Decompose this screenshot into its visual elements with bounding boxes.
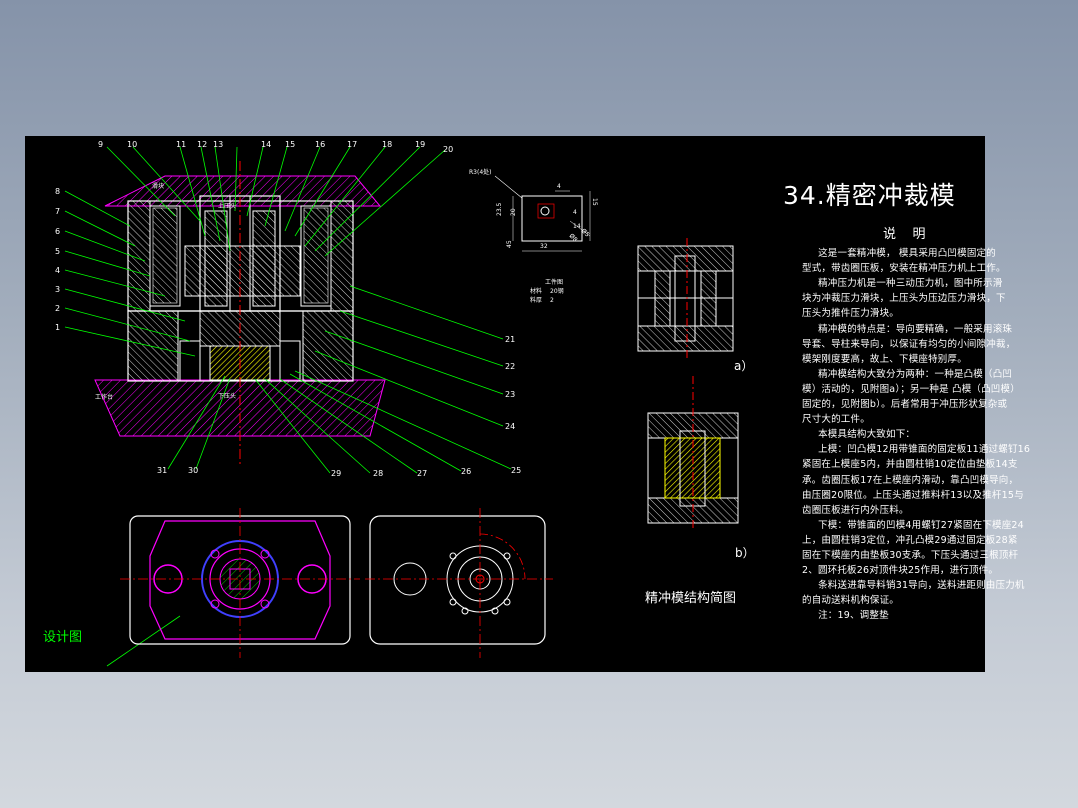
description-line: 精冲压力机是一种三动压力机，图中所示滑 xyxy=(802,278,1003,290)
part-num-14: 14 xyxy=(261,140,271,149)
part-num-24: 24 xyxy=(505,422,515,431)
dim-4b: 4 xyxy=(573,209,577,216)
description-line: 尺寸大的工件。 xyxy=(802,414,870,426)
section-heading: 说 明 xyxy=(883,227,926,242)
part-num-10: 10 xyxy=(127,140,137,149)
material-value: 20钢 xyxy=(550,287,564,295)
part-num-13: 13 xyxy=(213,140,223,149)
part-num-28: 28 xyxy=(373,469,383,478)
description-line: 本模具结构大致如下： xyxy=(802,429,916,441)
cad-drawing: 9 10 11 12 13 14 15 16 17 18 19 20 8 7 6… xyxy=(43,140,755,667)
description-line: 的自动送料机构保证。 xyxy=(802,595,900,607)
part-num-5: 5 xyxy=(55,247,60,256)
design-label: 设计图 xyxy=(43,630,82,645)
dim-20: 20 xyxy=(510,208,517,216)
dim-23-5: 23.5 xyxy=(496,202,503,216)
description-line: 上模：凹凸模12用带锥面的固定板11通过螺钉16 xyxy=(802,444,1031,456)
part-num-11: 11 xyxy=(176,140,186,149)
part-num-9: 9 xyxy=(98,140,103,149)
description-line: 压头为推件压力滑块。 xyxy=(802,308,900,320)
part-num-23: 23 xyxy=(505,390,515,399)
tag-upper-plate: 滑块 xyxy=(152,182,164,190)
part-num-7: 7 xyxy=(55,207,60,216)
part-num-31: 31 xyxy=(157,466,167,475)
part-num-21: 21 xyxy=(505,335,515,344)
workpiece-title: 工件图 xyxy=(545,278,563,286)
simple-diagram-caption: 精冲模结构简图 xyxy=(645,590,736,606)
part-num-2: 2 xyxy=(55,304,60,313)
part-num-18: 18 xyxy=(382,140,392,149)
dim-phi8: Ø8 xyxy=(568,232,579,243)
part-num-19: 19 xyxy=(415,140,425,149)
plan-view-upper xyxy=(120,508,360,658)
description-line: 上，由圆柱销3定位，冲孔凸模29通过固定板28紧 xyxy=(802,534,1018,546)
part-num-8: 8 xyxy=(55,187,60,196)
dim-phi5: Ø5 xyxy=(580,227,591,238)
tag-lower-head: 下压头 xyxy=(218,392,236,400)
description-line: 固定的，见附图b）。后者常用于冲压形状复杂或 xyxy=(802,399,1008,410)
part-num-3: 3 xyxy=(55,285,60,294)
dim-45: 45 xyxy=(506,240,513,248)
description-line: 型式，带齿圈压板，安装在精冲压力机上工作。 xyxy=(802,263,1006,275)
part-num-17: 17 xyxy=(347,140,357,149)
part-num-30: 30 xyxy=(188,466,198,475)
figure-b-label: b） xyxy=(735,546,755,560)
part-num-15: 15 xyxy=(285,140,295,149)
part-num-20: 20 xyxy=(443,145,453,154)
tag-lower-plate: 工作台 xyxy=(95,393,113,401)
plan-view-lower xyxy=(365,508,553,658)
figure-a-label: a） xyxy=(734,359,753,373)
part-num-12: 12 xyxy=(197,140,207,149)
workpiece-dimensions: R3(4处) 4 4 15 23.5 20 14 32 45 Ø5 Ø8 xyxy=(469,168,598,250)
part-num-6: 6 xyxy=(55,227,60,236)
material-key: 材料 xyxy=(530,287,542,295)
description-line: 由压圈20限位。上压头通过推料杆13以及推杆15与 xyxy=(802,489,1024,501)
tag-upper-head: 上压头 xyxy=(218,202,236,210)
dim-radius: R3(4处) xyxy=(469,168,492,176)
part-num-26: 26 xyxy=(461,467,471,476)
description-line: 固在下模座内由垫板30支承。下压头通过三根顶杆 xyxy=(802,550,1019,561)
part-num-22: 22 xyxy=(505,362,515,371)
leader-lines xyxy=(64,146,512,667)
dim-15: 15 xyxy=(591,198,598,206)
description-line: 模架刚度要高，故上、下模座特别厚。 xyxy=(802,353,967,365)
part-num-16: 16 xyxy=(315,140,325,149)
description-line: 这是一套精冲模， 模具采用凸凹模固定的 xyxy=(802,248,996,259)
part-num-4: 4 xyxy=(55,266,60,275)
description-line: 紧固在上模座5内，并由圆柱销10定位由垫板14支 xyxy=(802,459,1018,471)
dim-4a: 4 xyxy=(557,183,561,190)
description-line: 导套、导柱来导向，以保证有均匀的小间隙冲裁， xyxy=(802,338,1016,350)
drawing-title: 34.精密冲裁模 xyxy=(783,181,956,210)
description-line: 模）活动的，见附图a）；另一种是 凸模（凸凹模） xyxy=(802,383,1020,395)
part-num-25: 25 xyxy=(511,466,521,475)
dim-32: 32 xyxy=(540,243,548,250)
workpiece-detail xyxy=(494,175,591,252)
figure-a xyxy=(637,238,734,358)
description-line: 精冲模的特点是：导向要精确，一般采用滚珠 xyxy=(802,323,1013,335)
part-num-29: 29 xyxy=(331,469,341,478)
description-line: 承。齿圈压板17在上模座内滑动，靠凸凹模导向， xyxy=(802,474,1019,486)
description-line: 注：19、调整垫 xyxy=(802,610,889,622)
workpiece-note: 工件图 材料 20钢 料厚 2 xyxy=(530,278,564,304)
part-num-1: 1 xyxy=(55,323,60,332)
description-line: 齿圈压板进行内外压料。 xyxy=(802,504,909,516)
part-numbers: 9 10 11 12 13 14 15 16 17 18 19 20 8 7 6… xyxy=(55,140,521,478)
figure-b xyxy=(647,376,739,531)
description-line: 2、圆环托板26对顶件块25作用，进行顶件。 xyxy=(802,565,999,577)
description-line: 下模：带锥面的凹模4用螺钉27紧固在下模座24 xyxy=(802,519,1024,531)
thickness-value: 2 xyxy=(550,297,554,304)
thickness-key: 料厚 xyxy=(530,296,542,304)
description-line: 条料送进靠导料销31导向，送料进距则由压力机 xyxy=(802,580,1025,592)
dim-14: 14 xyxy=(573,223,581,230)
description-line: 精冲模结构大致分为两种：一种是凸模（凸凹 xyxy=(802,368,1013,380)
part-num-27: 27 xyxy=(417,469,427,478)
drawing-sheet: 9 10 11 12 13 14 15 16 17 18 19 20 8 7 6… xyxy=(25,136,1030,672)
main-section-view xyxy=(94,161,386,466)
description-line: 块为冲裁压力滑块，上压头为压边压力滑块，下 xyxy=(802,293,1006,305)
